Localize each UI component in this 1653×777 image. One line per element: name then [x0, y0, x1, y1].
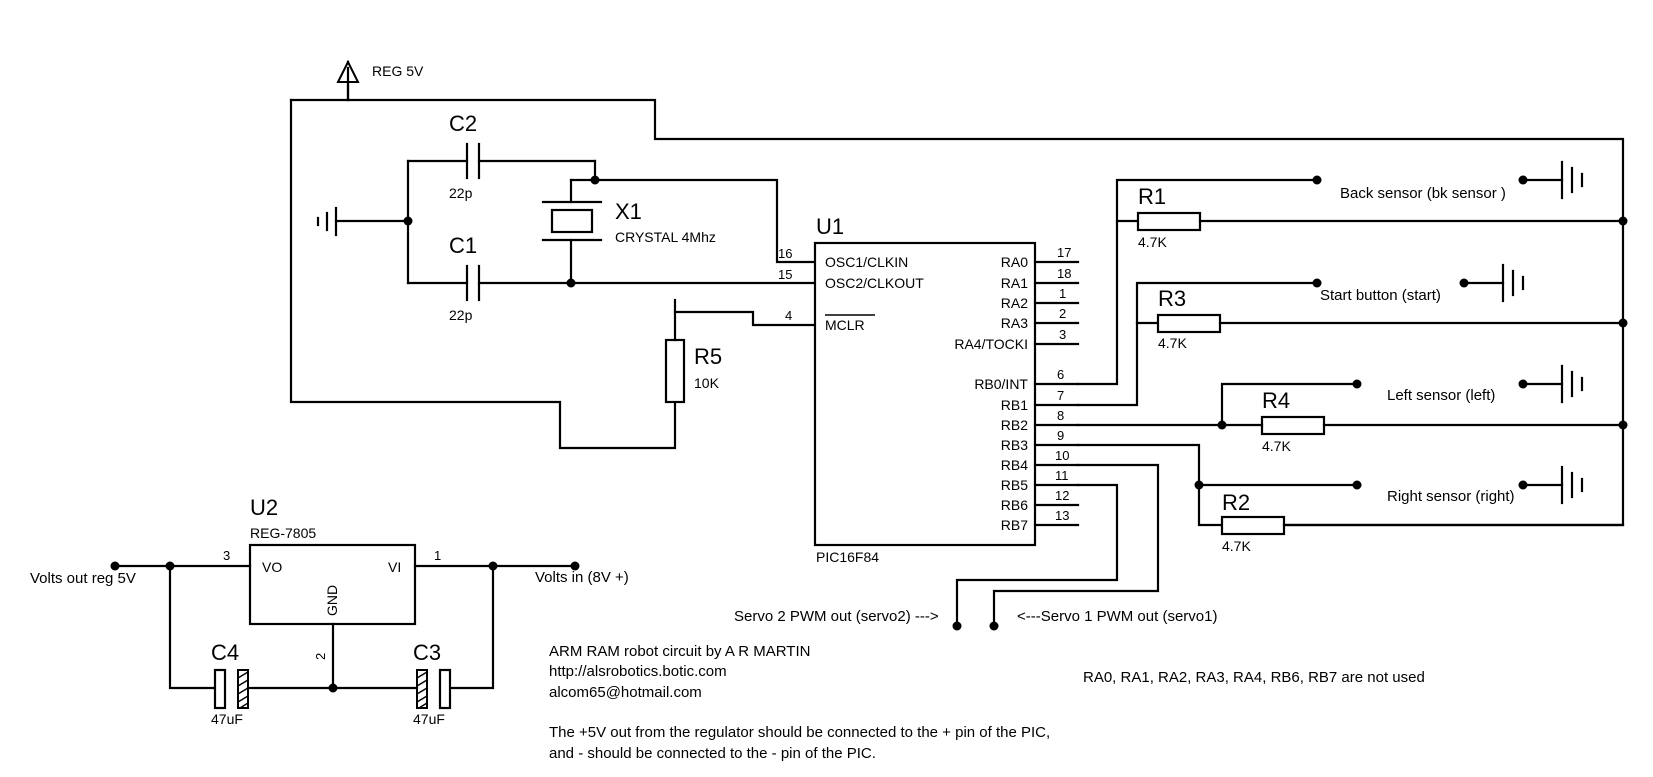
osc1-wire: [593, 178, 817, 264]
right-sensor-net: R2 4.7K Right sensor (right): [1076, 443, 1625, 554]
back-sensor-net: R1 4.7K Back sensor (bk sensor ): [1076, 160, 1628, 386]
u1-part: PIC16F84: [816, 549, 879, 565]
r5-ref: R5: [694, 344, 722, 369]
c1-ref: C1: [449, 233, 477, 258]
capacitor-c2: C2 22p: [406, 111, 597, 201]
volts-out-label: Volts out reg 5V: [30, 570, 136, 587]
u1-pin-rb1: RB1: [1001, 397, 1028, 413]
u1-pin-osc2: OSC2/CLKOUT: [825, 275, 924, 291]
u1-pinnum-11: 11: [1055, 468, 1069, 483]
r1-value: 4.7K: [1138, 234, 1167, 250]
resistor-r5: R5 10K: [664, 298, 817, 404]
u1-pinnum-2: 2: [1059, 306, 1066, 321]
c2-ref: C2: [449, 111, 477, 136]
c1-value: 22p: [449, 307, 473, 323]
u2-pin-2: 2: [313, 653, 328, 660]
u1-pinnum-9: 9: [1057, 428, 1064, 443]
servo-outputs: Servo 2 PWM out (servo2) ---> <---Servo …: [734, 463, 1217, 631]
u2-vo: VO: [262, 559, 282, 575]
u1-pin-rb5: RB5: [1001, 477, 1028, 493]
u1-pinnum-8: 8: [1057, 408, 1064, 423]
u1-pinnum-7: 7: [1057, 388, 1064, 403]
u1-pin-rb7: RB7: [1001, 517, 1028, 533]
u2-pin-1: 1: [434, 548, 441, 563]
u2-part: REG-7805: [250, 525, 316, 541]
r3-ref: R3: [1158, 286, 1186, 311]
u1-pin-ra2: RA2: [1001, 295, 1028, 311]
u1-pin-rb0: RB0/INT: [974, 376, 1028, 392]
u1-pinnum-4: 4: [785, 308, 792, 323]
u2-vi: VI: [388, 559, 401, 575]
volts-in-label: Volts in (8V +): [535, 569, 629, 586]
back-sensor-label: Back sensor (bk sensor ): [1340, 185, 1506, 202]
c3-ref: C3: [413, 640, 441, 665]
regulator-u2: U2 REG-7805 VO VI GND 3 1 2: [223, 495, 441, 660]
u2-gnd: GND: [324, 585, 340, 616]
left-sensor-label: Left sensor (left): [1387, 387, 1495, 404]
servo1-label: <---Servo 1 PWM out (servo1): [1017, 608, 1217, 625]
right-sensor-label: Right sensor (right): [1387, 488, 1515, 505]
u1-pin-mclr: MCLR: [825, 317, 865, 333]
r1-ref: R1: [1138, 184, 1166, 209]
c4-ref: C4: [211, 640, 239, 665]
crystal-x1: X1 CRYSTAL 4Mhz: [541, 159, 716, 285]
ic-u1: U1 PIC16F84 OSC1/CLKIN OSC2/CLKOUT MCLR …: [778, 214, 1080, 565]
servo2-label: Servo 2 PWM out (servo2) --->: [734, 608, 939, 625]
ground-symbol-left: [316, 206, 410, 237]
unused-pins-note: RA0, RA1, RA2, RA3, RA4, RB6, RB7 are no…: [1083, 669, 1425, 686]
u1-pinnum-12: 12: [1055, 488, 1069, 503]
u1-pinnum-15: 15: [778, 267, 792, 282]
u1-pin-ra4: RA4/TOCKI: [954, 336, 1028, 352]
reg5v-power-symbol: REG 5V: [336, 59, 424, 102]
credit-notes: ARM RAM robot circuit by A R MARTIN http…: [549, 643, 1425, 762]
u1-pinnum-18: 18: [1057, 266, 1071, 281]
credit-line3: alcom65@hotmail.com: [549, 684, 702, 701]
u1-pinnum-10: 10: [1055, 448, 1069, 463]
u1-pin-ra3: RA3: [1001, 315, 1028, 331]
u1-pinnum-17: 17: [1057, 245, 1071, 260]
u1-ref: U1: [816, 214, 844, 239]
reg5v-label: REG 5V: [372, 63, 424, 79]
start-button-label: Start button (start): [1320, 287, 1441, 304]
credit-line2: http://alsrobotics.botic.com: [549, 663, 727, 680]
u1-pin-rb6: RB6: [1001, 497, 1028, 513]
capacitor-c4: C4 47uF: [211, 640, 335, 727]
u1-pinnum-13: 13: [1055, 508, 1069, 523]
r5-value: 10K: [694, 375, 720, 391]
c2-value: 22p: [449, 185, 473, 201]
capacitor-c3: C3 47uF: [331, 640, 452, 727]
r3-value: 4.7K: [1158, 335, 1187, 351]
u1-pin-rb3: RB3: [1001, 437, 1028, 453]
u2-pin-3: 3: [223, 548, 230, 563]
u1-pinnum-3: 3: [1059, 327, 1066, 342]
instruction-line2: and - should be connected to the - pin o…: [549, 745, 876, 762]
r2-value: 4.7K: [1222, 538, 1251, 554]
c4-value: 47uF: [211, 711, 243, 727]
start-button-net: R3 4.7K Start button (start): [1076, 263, 1628, 407]
x1-value: CRYSTAL 4Mhz: [615, 229, 716, 245]
u2-ref: U2: [250, 495, 278, 520]
r4-ref: R4: [1262, 388, 1290, 413]
capacitor-c1: C1 22p: [406, 233, 817, 323]
u1-pin-rb4: RB4: [1001, 457, 1028, 473]
u1-pin-rb2: RB2: [1001, 417, 1028, 433]
u1-pin-ra1: RA1: [1001, 275, 1028, 291]
u1-pin-osc1: OSC1/CLKIN: [825, 254, 908, 270]
u1-pinnum-16: 16: [778, 246, 792, 261]
r4-value: 4.7K: [1262, 438, 1291, 454]
credit-line1: ARM RAM robot circuit by A R MARTIN: [549, 643, 810, 660]
c3-value: 47uF: [413, 711, 445, 727]
x1-ref: X1: [615, 199, 642, 224]
left-sensor-net: R4 4.7K Left sensor (left): [1076, 364, 1628, 454]
u1-pin-ra0: RA0: [1001, 254, 1028, 270]
u1-pinnum-6: 6: [1057, 367, 1064, 382]
r2-ref: R2: [1222, 490, 1250, 515]
instruction-line1: The +5V out from the regulator should be…: [549, 724, 1050, 741]
u1-pinnum-1: 1: [1059, 286, 1066, 301]
